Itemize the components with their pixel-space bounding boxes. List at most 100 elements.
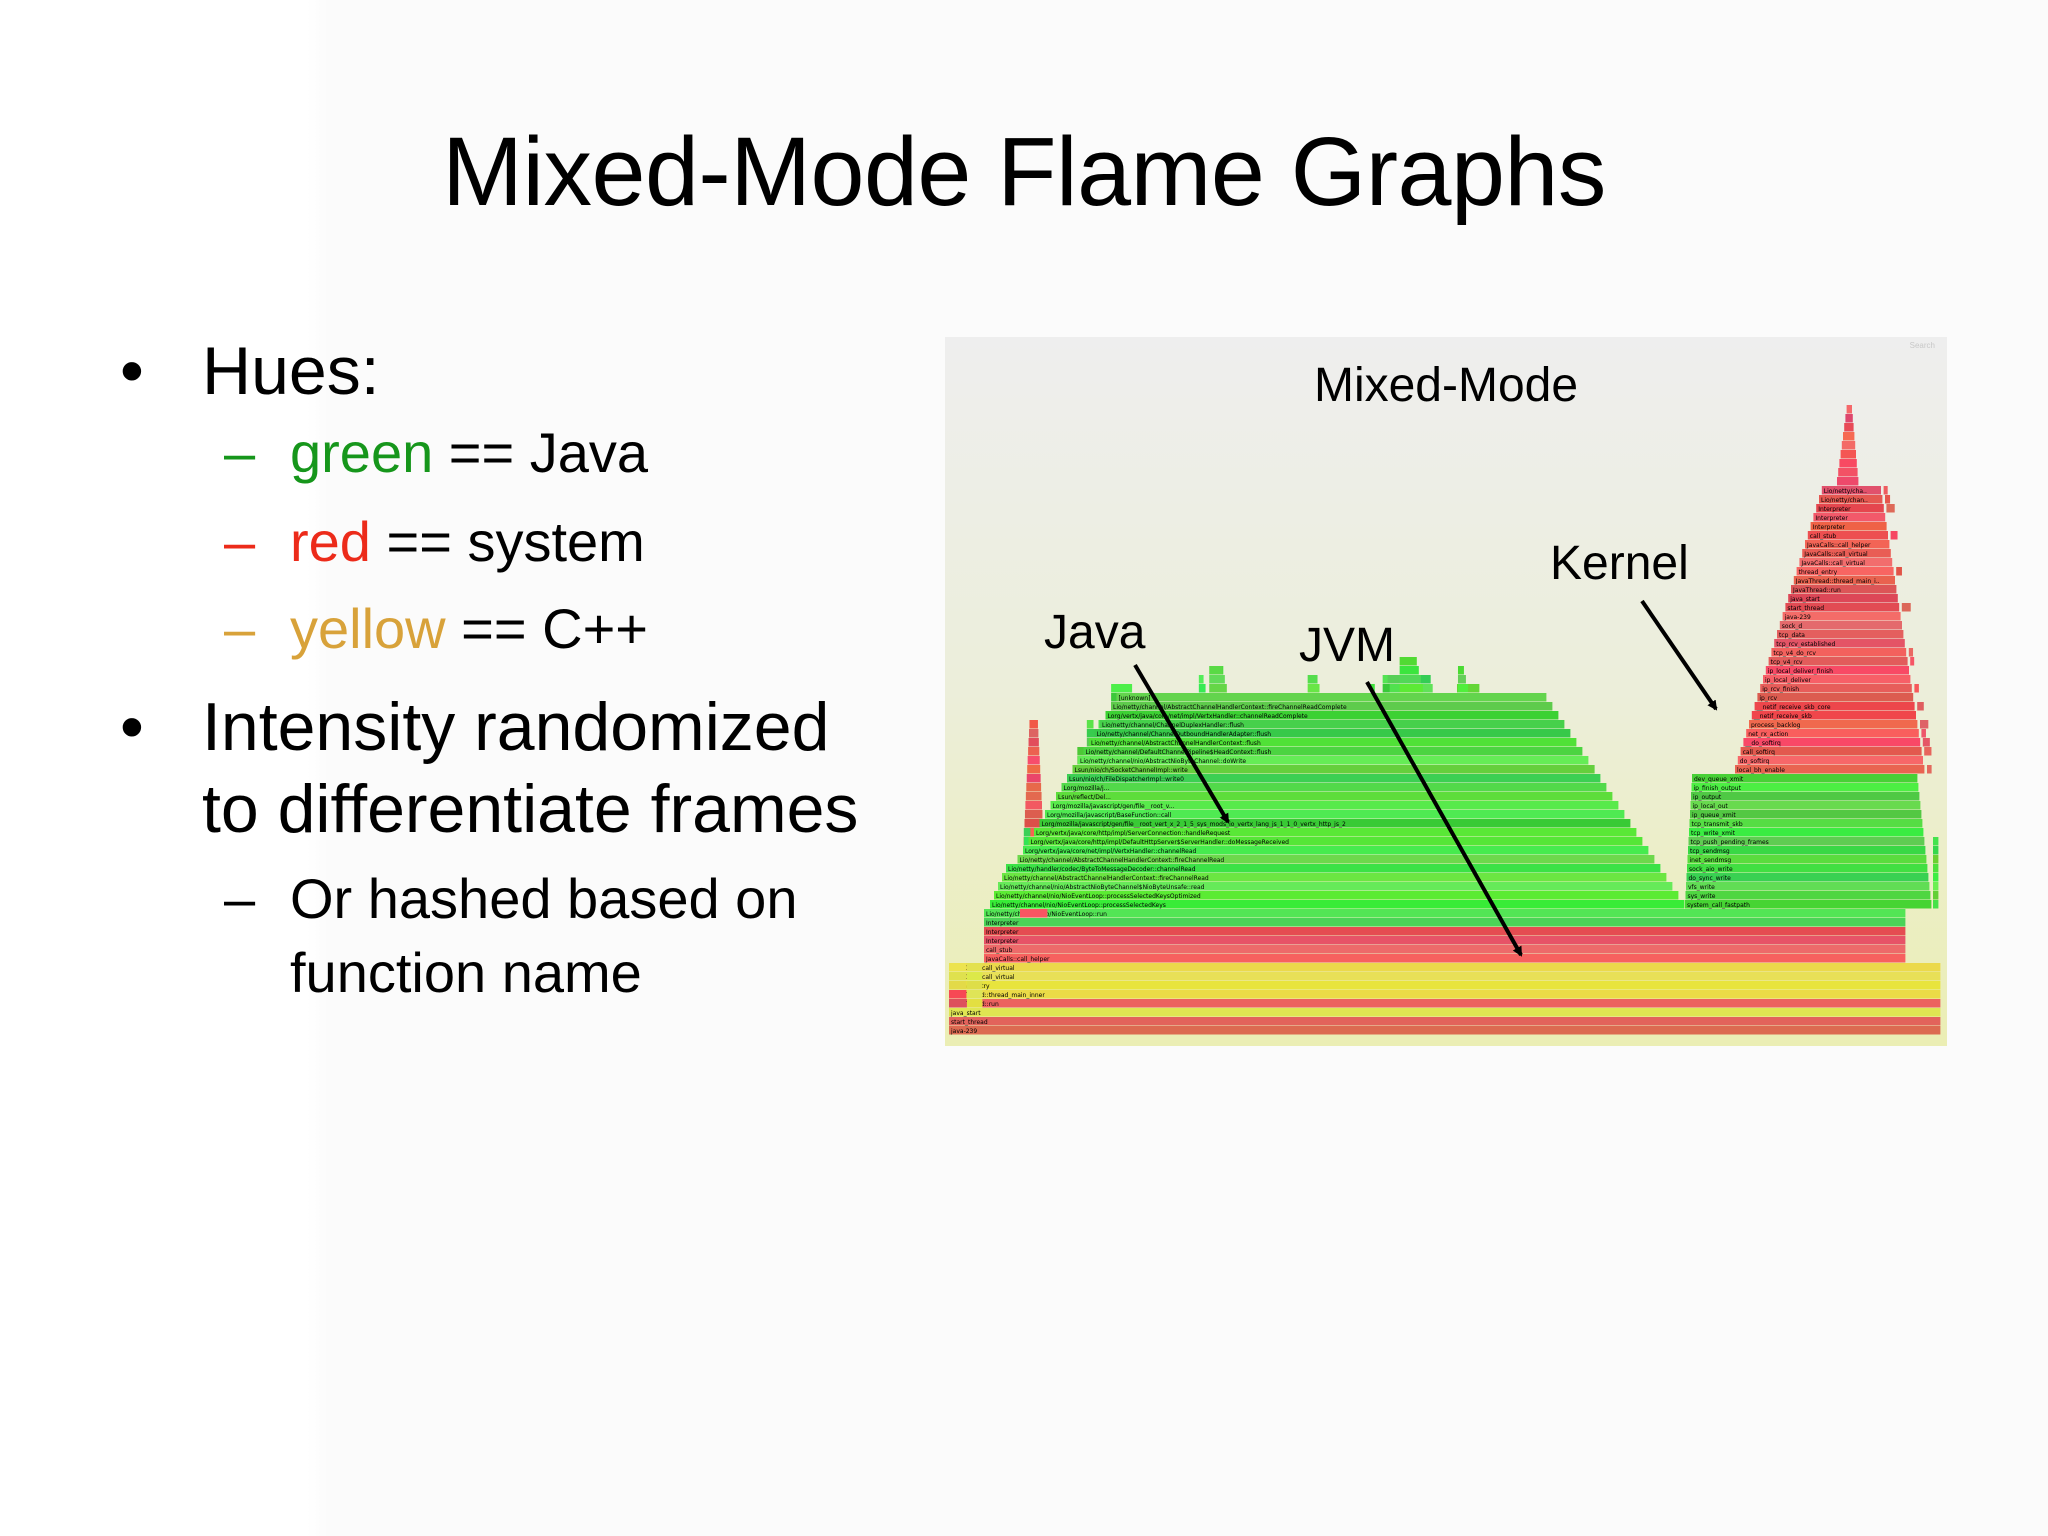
flame-frame[interactable] — [1307, 675, 1318, 684]
flame-frame[interactable]: call_stub — [1807, 531, 1888, 540]
flame-frame[interactable]: Lorg/mozilla/javascript/gen/file__root_v… — [1039, 819, 1631, 828]
flame-frame[interactable] — [1933, 864, 1939, 873]
flame-frame[interactable] — [1457, 666, 1464, 675]
flame-frame[interactable]: java_start — [949, 1008, 1941, 1017]
flame-frame[interactable] — [1841, 441, 1856, 450]
flame-frame[interactable]: __do_softirq — [1743, 738, 1921, 747]
flame-frame[interactable]: system_call_fastpath — [1685, 900, 1932, 909]
flame-frame[interactable] — [949, 990, 967, 999]
flame-frame[interactable]: Lio/netty/channel/DefaultChannelPipeline… — [1083, 747, 1583, 756]
flame-frame[interactable] — [1086, 720, 1094, 729]
flame-frame[interactable] — [1914, 684, 1919, 693]
flame-frame[interactable]: ip_rcv — [1757, 693, 1914, 702]
flame-frame[interactable] — [1198, 684, 1206, 693]
flame-frame[interactable]: Lio/netty/channel/AbstractChannelHandler… — [1017, 855, 1655, 864]
flame-frame[interactable]: __netif_receive_skb_core — [1754, 702, 1915, 711]
flame-frame[interactable] — [949, 963, 967, 972]
flame-frame[interactable]: sys_write — [1685, 891, 1931, 900]
flame-frame[interactable] — [1886, 504, 1895, 513]
flame-frame[interactable]: tcp_transmit_skb — [1689, 819, 1923, 828]
flame-frame[interactable] — [1415, 684, 1433, 693]
flame-frame[interactable]: JavaCalls::call_virtual — [949, 963, 1941, 972]
flame-frame[interactable]: sock_aio_write — [1687, 864, 1928, 873]
flame-frame[interactable]: tcp_v4_rcv — [1768, 657, 1908, 666]
flame-frame[interactable]: Lorg/mozilla/javascript/BaseFunction::ca… — [1045, 810, 1625, 819]
flame-frame[interactable] — [1843, 432, 1855, 441]
flame-frame[interactable]: Lio/netty/channel/AbstractChannelHandler… — [1089, 738, 1577, 747]
flame-frame[interactable] — [1023, 828, 1031, 837]
flame-frame[interactable] — [967, 990, 983, 999]
flame-frame[interactable] — [1029, 729, 1039, 738]
flame-frame[interactable]: do_softirq — [1737, 756, 1923, 765]
flame-frame[interactable] — [1933, 855, 1939, 864]
flame-frame[interactable] — [1896, 567, 1902, 576]
flame-frame[interactable]: ip_queue_xmit — [1690, 810, 1922, 819]
flame-frame[interactable]: Interpreter — [1816, 504, 1884, 513]
flame-frame[interactable]: dev_queue_xmit — [1692, 774, 1918, 783]
flame-frame[interactable] — [1086, 729, 1096, 738]
flame-frame[interactable] — [1027, 756, 1040, 765]
flame-frame[interactable] — [1028, 747, 1040, 756]
flame-frame[interactable] — [1399, 675, 1421, 684]
flame-frame[interactable] — [1209, 666, 1223, 675]
flame-frame[interactable]: ip_rcv_finish — [1760, 684, 1912, 693]
flame-frame[interactable]: Lorg/mozilla/javascript/gen/file__root_v… — [1050, 801, 1619, 810]
flame-frame[interactable]: Lorg/mozilla/j... — [1061, 783, 1607, 792]
flame-frame[interactable] — [1029, 720, 1038, 729]
flame-frame[interactable] — [1385, 675, 1406, 684]
flame-frame[interactable] — [1908, 648, 1914, 657]
flame-frame[interactable]: Lio/netty/channel/nio/AbstractNioByteCha… — [998, 882, 1673, 891]
flame-frame[interactable]: Interpreter — [984, 918, 1906, 927]
flame-frame[interactable]: Lio/netty/channel/nio/NioEventLoop::proc… — [994, 891, 1679, 900]
flame-frame[interactable]: tcp_data — [1777, 630, 1904, 639]
flame-frame[interactable] — [967, 981, 983, 990]
flame-frame[interactable]: Lio/netty/channel/AbstractChannelHandler… — [1111, 702, 1553, 711]
flame-frame[interactable] — [1415, 675, 1431, 684]
flame-frame[interactable]: Interpreter — [984, 936, 1906, 945]
flame-frame[interactable]: tcp_rcv_established — [1774, 639, 1905, 648]
flame-frame[interactable] — [1027, 765, 1041, 774]
flame-frame[interactable] — [1845, 414, 1853, 423]
flame-frame[interactable] — [1901, 603, 1911, 612]
flame-frame[interactable]: Lorg/vertx/java/core/http/impl/ServerCon… — [1034, 828, 1637, 837]
flame-frame[interactable]: Lio/netty/channel/nio/AbstractNioByteCha… — [1078, 756, 1589, 765]
flame-frame[interactable] — [967, 963, 983, 972]
flame-frame[interactable]: thread_entry — [1796, 567, 1894, 576]
flame-frame[interactable]: JavaCalls::call_helper — [1805, 540, 1890, 549]
flame-frame[interactable] — [1933, 882, 1939, 891]
flame-frame[interactable] — [1024, 819, 1043, 828]
flame-frame[interactable] — [1838, 468, 1858, 477]
flame-frame[interactable] — [1457, 684, 1468, 693]
flame-frame[interactable]: Lsun/nio/ch/FileDispatcherImpl::write0 — [1067, 774, 1601, 783]
flame-frame[interactable] — [1922, 738, 1930, 747]
flame-frame[interactable] — [1385, 684, 1408, 693]
flame-frame[interactable]: java_start — [1788, 594, 1898, 603]
flame-frame[interactable] — [1307, 684, 1320, 693]
flame-frame[interactable] — [1933, 891, 1939, 900]
flame-frame[interactable]: start_thread — [949, 1017, 1941, 1026]
flame-frame[interactable] — [1026, 783, 1042, 792]
flame-frame[interactable]: ip_output — [1691, 792, 1920, 801]
flame-frame[interactable]: JavaCalls::call_virtual — [1802, 549, 1891, 558]
search-corner-label[interactable]: Search — [1909, 341, 1935, 350]
flame-frame[interactable] — [1933, 846, 1939, 855]
flame-frame[interactable]: Lorg/vertx/java/core/http/impl/DefaultHt… — [1028, 837, 1643, 846]
flame-frame[interactable]: tcp_push_pending_frames — [1688, 837, 1925, 846]
flame-frame[interactable] — [1382, 675, 1388, 684]
flame-frame[interactable] — [1840, 450, 1856, 459]
flame-frame[interactable]: JavaCalls::call_virtual — [1799, 558, 1893, 567]
flame-frame[interactable]: Lio/netty/channel/AbstractChannelHandler… — [1002, 873, 1667, 882]
flame-frame[interactable] — [1399, 657, 1417, 666]
flame-frame[interactable]: JavaThread::thread_main_i.. — [1793, 576, 1895, 585]
flame-frame[interactable] — [1020, 909, 1048, 918]
flame-frame[interactable]: Interpreter — [1810, 522, 1887, 531]
flame-frame[interactable] — [1456, 684, 1480, 693]
flame-frame[interactable] — [1883, 486, 1888, 495]
flame-frame[interactable] — [1111, 684, 1133, 693]
flame-frame[interactable]: start_thread — [1785, 603, 1900, 612]
flame-frame[interactable]: process_backlog — [1749, 720, 1918, 729]
flame-frame[interactable] — [1025, 792, 1042, 801]
flame-frame[interactable]: call_softirq — [1740, 747, 1922, 756]
flame-frame[interactable]: vfs_write — [1686, 882, 1930, 891]
flame-frame[interactable] — [967, 999, 983, 1008]
